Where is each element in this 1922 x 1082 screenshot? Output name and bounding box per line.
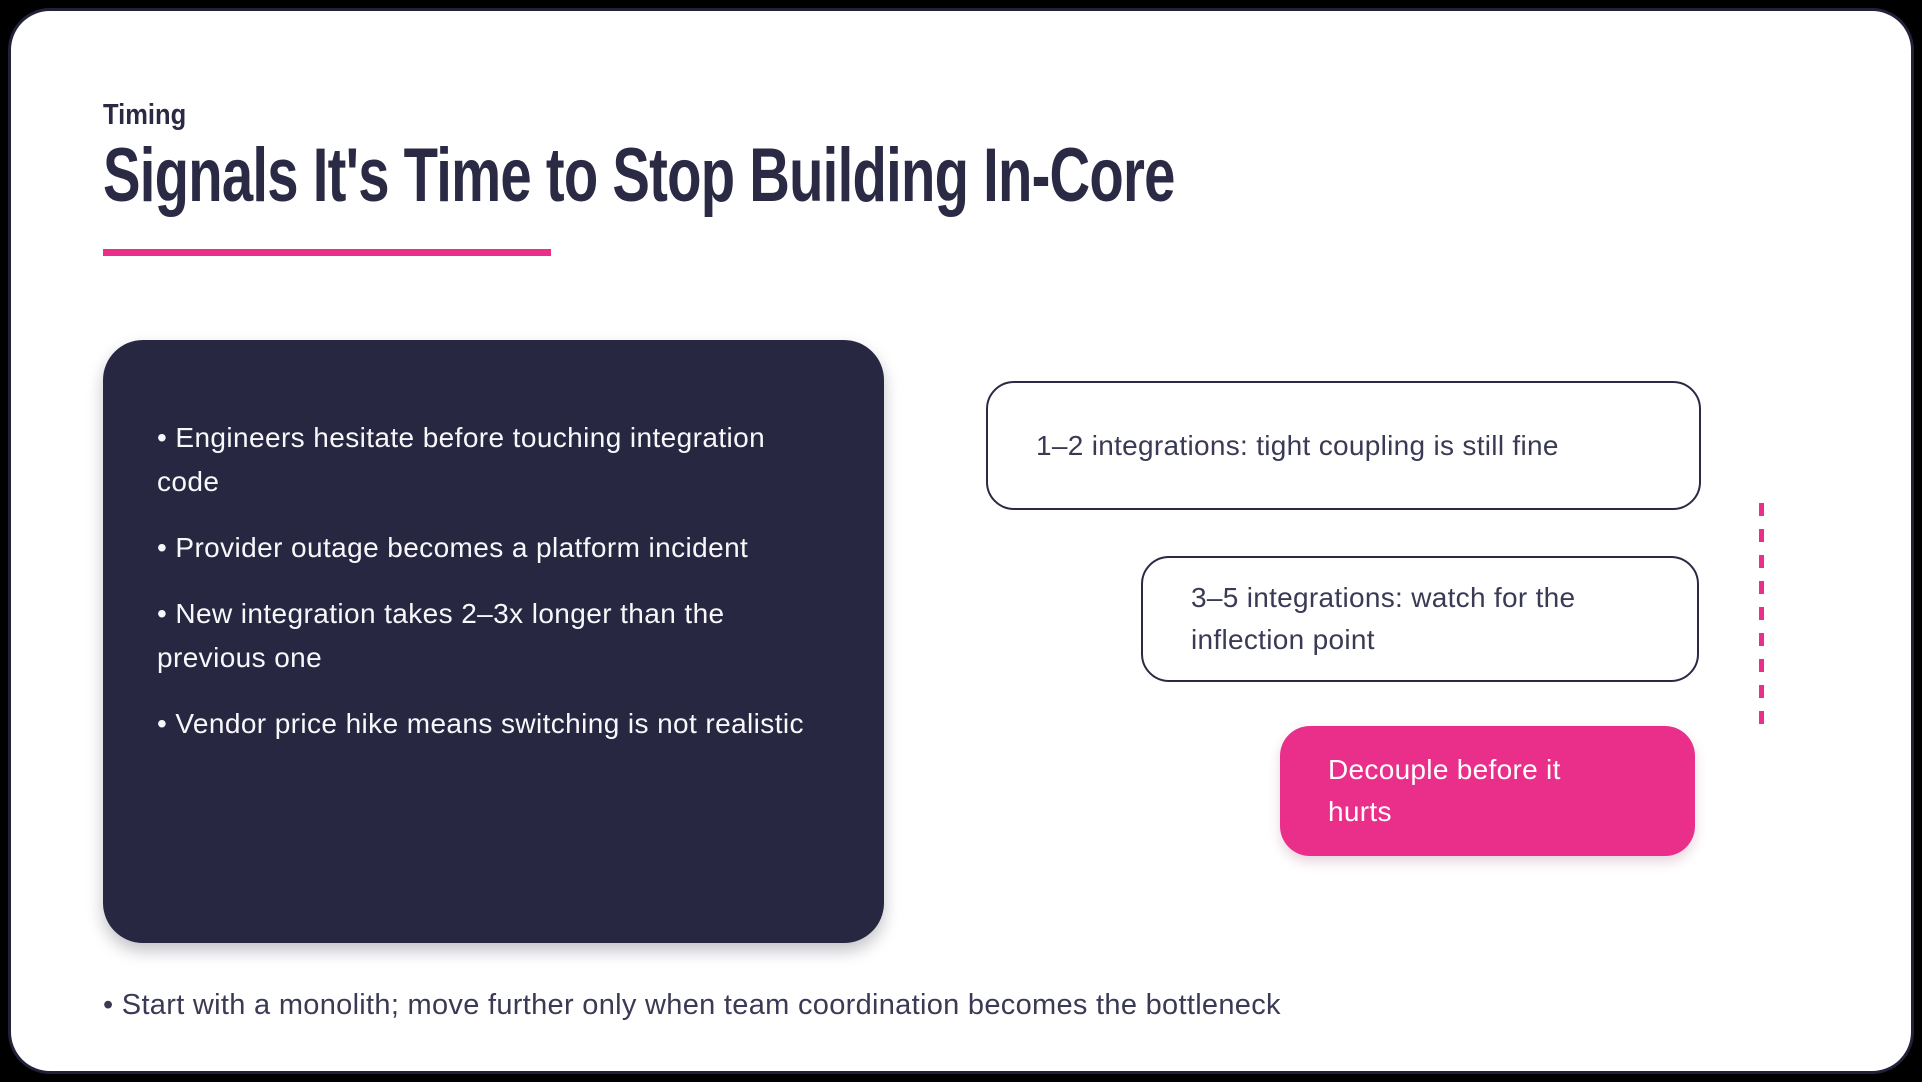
signal-bullet-1: • Engineers hesitate before touching int…: [157, 422, 766, 497]
stage-box-3-5-integrations: 3–5 integrations: watch for the inflecti…: [1141, 556, 1699, 682]
stage-box-decouple: Decouple before it hurts: [1280, 726, 1695, 856]
stage-box-label: Decouple before it hurts: [1328, 754, 1561, 827]
page-title: Signals It's Time to Stop Building In-Co…: [103, 133, 1175, 218]
stage-box-1-2-integrations: 1–2 integrations: tight coupling is stil…: [986, 381, 1701, 510]
title-underline: [103, 249, 551, 256]
signal-bullet-4: • Vendor price hike means switching is n…: [157, 708, 804, 739]
footer-note: • Start with a monolith; move further on…: [103, 989, 1281, 1021]
stage-box-label: 1–2 integrations: tight coupling is stil…: [1036, 429, 1559, 461]
signal-bullet-3: • New integration takes 2–3x longer than…: [157, 598, 725, 673]
stage-box-label: 3–5 integrations: watch for the inflecti…: [1191, 582, 1576, 655]
signals-card: • Engineers hesitate before touching int…: [103, 340, 884, 943]
signal-bullet-2: • Provider outage becomes a platform inc…: [157, 532, 749, 563]
dashed-connector-line: [1759, 503, 1764, 728]
kicker-label: Timing: [103, 99, 187, 131]
slide-canvas: Timing Signals It's Time to Stop Buildin…: [8, 8, 1914, 1074]
